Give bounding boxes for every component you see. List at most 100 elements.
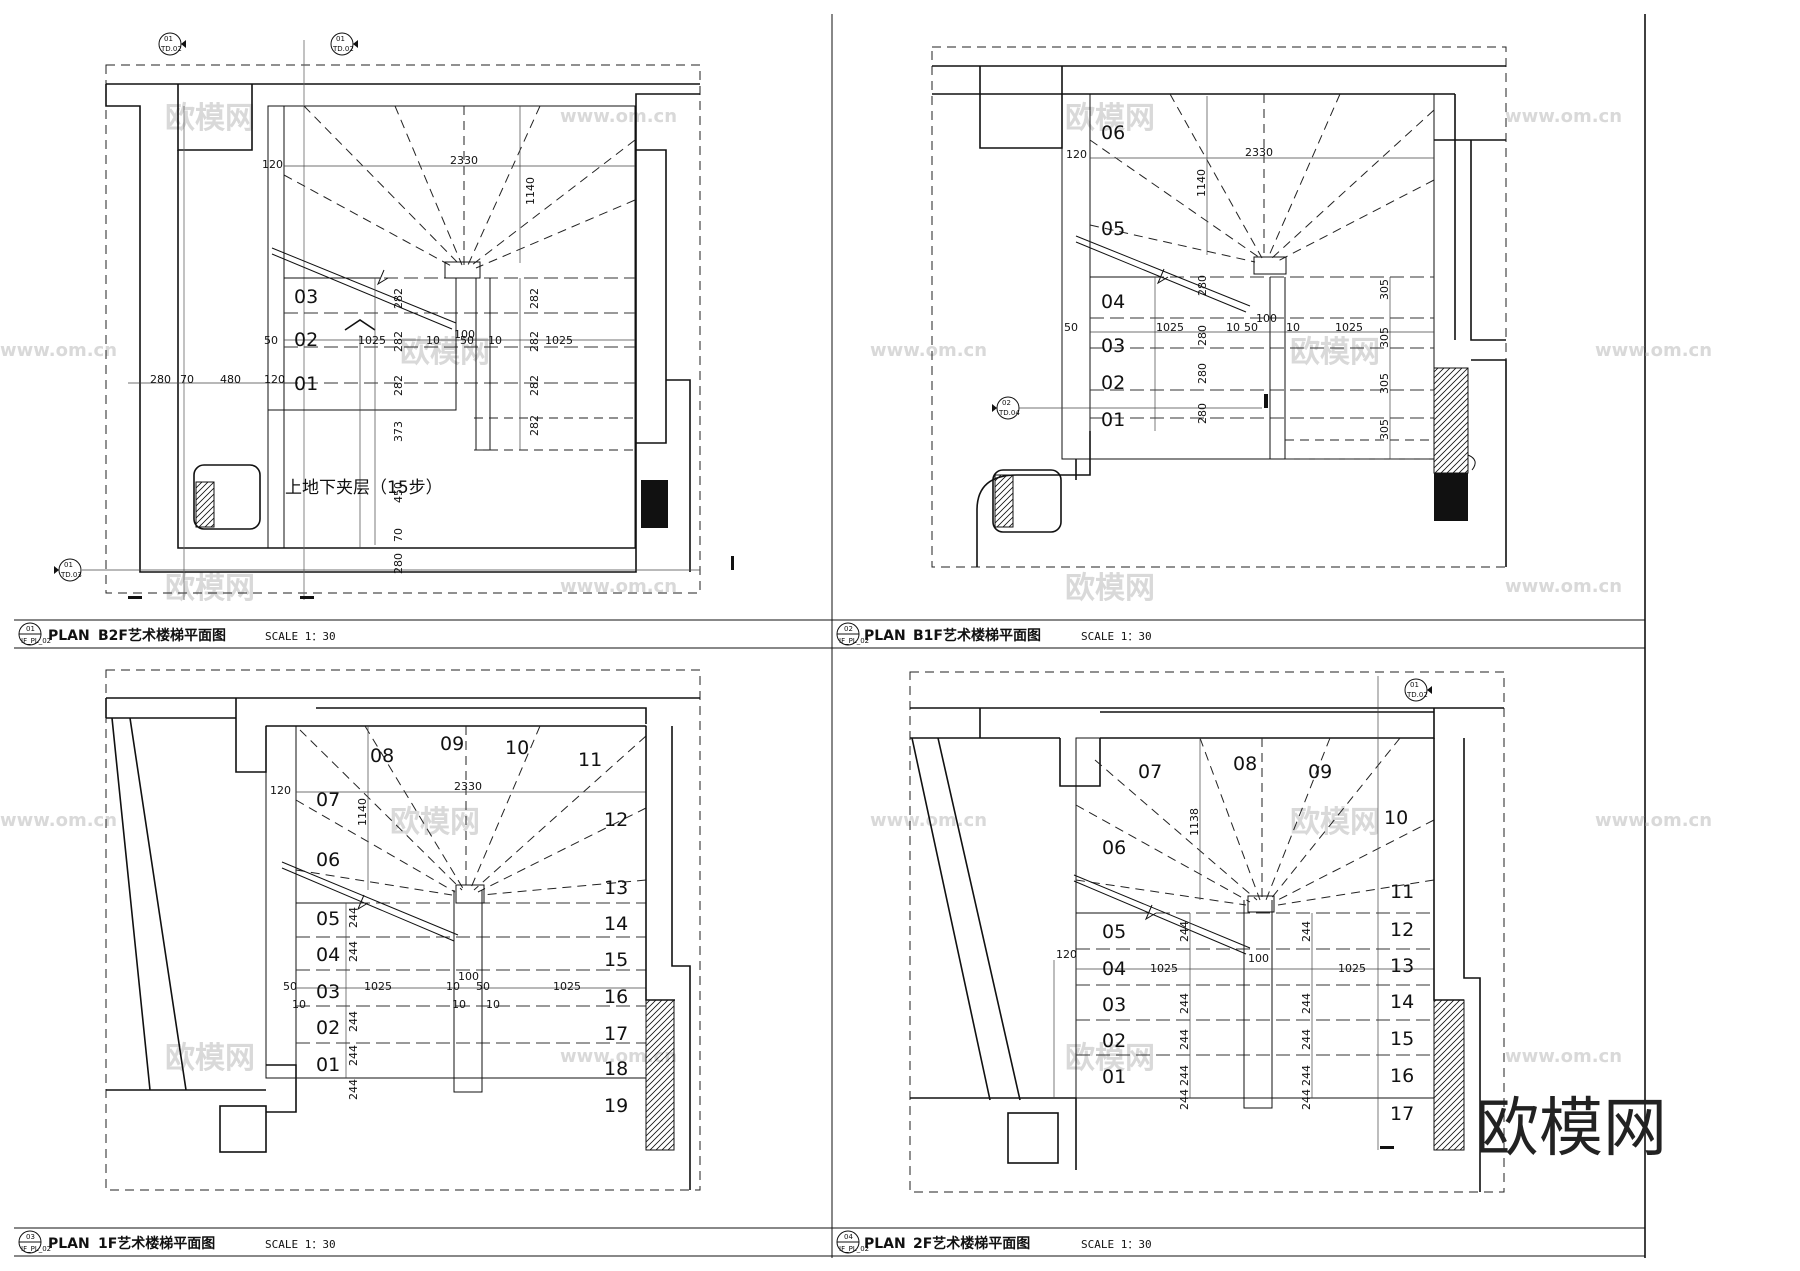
dimension-label: 244	[347, 941, 360, 962]
dimension-label: 244	[1300, 1065, 1313, 1086]
dimension-label: 1025	[1335, 321, 1363, 334]
step-number: 04	[1101, 291, 1125, 313]
svg-text:01: 01	[64, 561, 73, 569]
dimension-label: 244	[1300, 921, 1313, 942]
dimension-label: 50	[264, 334, 278, 347]
dimension-label: 282	[392, 375, 405, 396]
sheet-frame	[14, 14, 1646, 1258]
step-number: 05	[316, 908, 340, 930]
plan-label: PLAN	[48, 1236, 90, 1252]
step-number: 14	[1390, 991, 1414, 1013]
dimension-label: 10	[446, 980, 460, 993]
step-number: 01	[1102, 1066, 1126, 1088]
dimension-label: 280	[392, 553, 405, 574]
dimension-label: 1025	[1150, 962, 1178, 975]
step-number: 07	[1138, 761, 1162, 783]
dimension-label: 1025	[358, 334, 386, 347]
step-number: 01	[294, 373, 318, 395]
dimension-label: 70	[392, 528, 405, 542]
dimension-label: 244	[1178, 1065, 1191, 1086]
step-number: 05	[1102, 921, 1126, 943]
dimension-label: 10	[486, 998, 500, 1011]
step-number: 18	[604, 1058, 628, 1080]
watermark-url: www.om.cn	[1505, 576, 1622, 597]
title-bar-04: 04 IF_PL_02 PLAN 2F艺术楼梯平面图 SCALE 1：30	[836, 1230, 1152, 1254]
watermark-text: 欧模网	[1290, 805, 1380, 840]
watermark-text: 欧模网	[390, 805, 480, 840]
panel-1f-plan: 08 09 10 11 07 12 06 13 05 14 04 15 03 1…	[105, 669, 701, 1191]
plan-title: 2F艺术楼梯平面图	[913, 1235, 1030, 1252]
svg-text:01: 01	[26, 625, 35, 633]
dimension-label: 1025	[364, 980, 392, 993]
dimension-label: 244	[347, 1079, 360, 1100]
watermark-url: www.om.cn	[0, 810, 117, 831]
dimension-label: 10	[488, 334, 502, 347]
dimension-label: 50	[1064, 321, 1078, 334]
step-number: 02	[316, 1017, 340, 1039]
dimension-label: 282	[528, 415, 541, 436]
watermark-url: www.om.cn	[0, 340, 117, 361]
dimension-label: 120	[1066, 148, 1087, 161]
dimension-label: 1025	[1338, 962, 1366, 975]
stair-note: 上地下夹层（15步）	[285, 478, 443, 498]
step-number: 17	[604, 1023, 628, 1045]
svg-text:04: 04	[844, 1233, 853, 1241]
dimension-label: 282	[392, 331, 405, 352]
step-number: 12	[604, 809, 628, 831]
watermark-text: 欧模网	[1065, 101, 1155, 136]
dimension-label: 282	[392, 288, 405, 309]
watermark-url: www.om.cn	[1505, 1046, 1622, 1067]
svg-text:IF_PL_02: IF_PL_02	[839, 1245, 869, 1253]
brand-logo: 欧模网	[1475, 1092, 1667, 1166]
svg-text:TD.03: TD.03	[60, 571, 82, 579]
dimension-label: 280	[150, 373, 171, 386]
plan-scale: SCALE 1：30	[1081, 630, 1152, 643]
dimension-label: 120	[262, 158, 283, 171]
watermark-text: 欧模网	[165, 571, 255, 606]
svg-text:01: 01	[164, 35, 173, 43]
dimension-label: 244	[1178, 1029, 1191, 1050]
step-number: 10	[1384, 807, 1408, 829]
dimension-label: 2330	[450, 154, 478, 167]
dimension-label: 1025	[545, 334, 573, 347]
svg-text:TD.02: TD.02	[332, 45, 354, 53]
dimension-label: 244	[347, 1011, 360, 1032]
dimension-label: 2330	[1245, 146, 1273, 159]
step-number: 15	[1390, 1028, 1414, 1050]
watermark-text: 欧模网	[165, 1041, 255, 1076]
step-number: 01	[316, 1054, 340, 1076]
step-number: 03	[294, 286, 318, 308]
dimension-label: 50	[1244, 321, 1258, 334]
plan-title: B1F艺术楼梯平面图	[913, 627, 1041, 644]
step-number: 14	[604, 913, 628, 935]
svg-text:TD.02: TD.02	[1406, 691, 1428, 699]
watermark-url: www.om.cn	[1595, 810, 1712, 831]
dimension-label: 10	[1226, 321, 1240, 334]
plan-label: PLAN	[48, 628, 90, 644]
dimension-label: 10	[1286, 321, 1300, 334]
dimension-label: 70	[180, 373, 194, 386]
svg-text:IF_PL_02: IF_PL_02	[21, 637, 51, 645]
dimension-label: 1138	[1188, 808, 1201, 836]
title-bar-01: 01 IF_PL_02 PLAN B2F艺术楼梯平面图 SCALE 1：30	[18, 622, 336, 646]
step-number: 02	[1102, 1030, 1126, 1052]
dimension-label: 50	[283, 980, 297, 993]
dimension-label: 50	[476, 980, 490, 993]
plan-scale: SCALE 1：30	[1081, 1238, 1152, 1251]
dimension-label: 244	[1178, 1089, 1191, 1110]
dimension-label: 305	[1378, 279, 1391, 300]
step-number: 03	[316, 981, 340, 1003]
dimension-label: 2330	[454, 780, 482, 793]
step-number: 05	[1101, 218, 1125, 240]
plan-label: PLAN	[864, 628, 906, 644]
dimension-label: 280	[1196, 275, 1209, 296]
step-number: 06	[316, 849, 340, 871]
step-number: 01	[1101, 409, 1125, 431]
dimension-label: 1140	[524, 177, 537, 205]
dimension-label: 120	[1056, 948, 1077, 961]
dimension-label: 244	[347, 1045, 360, 1066]
dimension-label: 480	[220, 373, 241, 386]
dimension-label: 100	[458, 970, 479, 983]
watermark-url: www.om.cn	[870, 340, 987, 361]
